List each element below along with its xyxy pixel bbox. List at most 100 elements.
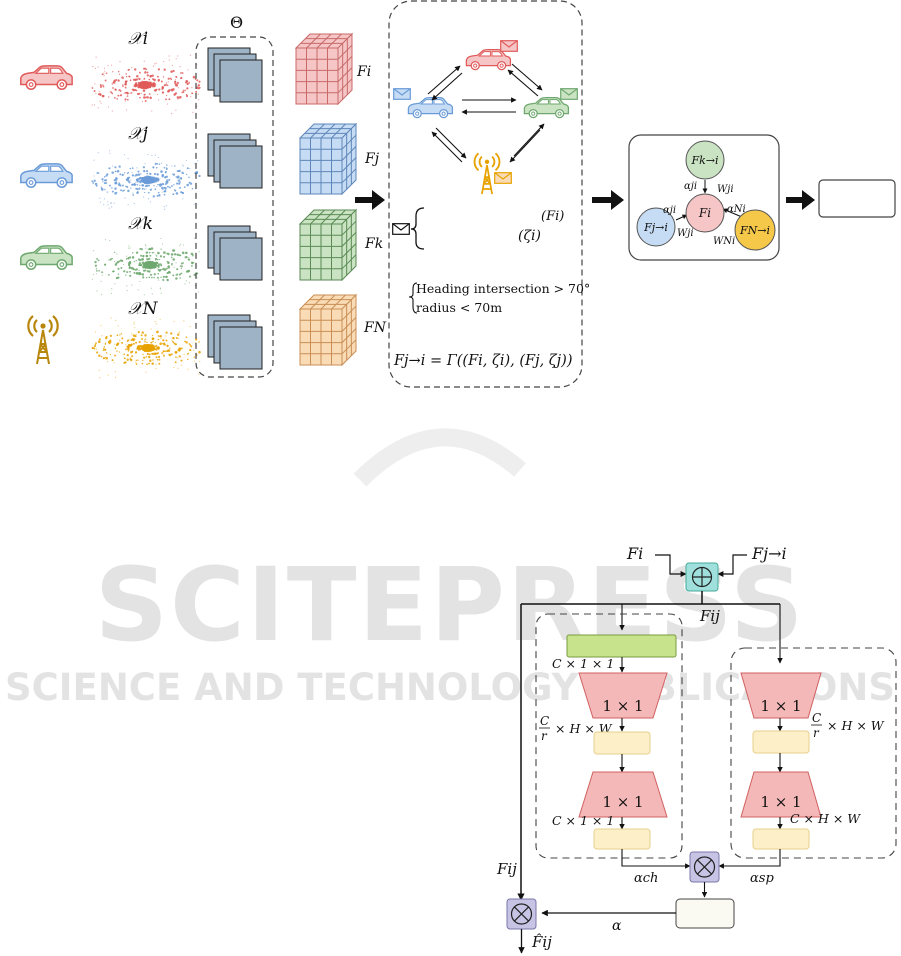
encoder-label: Θ bbox=[230, 13, 243, 32]
point bbox=[187, 258, 191, 261]
point bbox=[162, 183, 165, 186]
point bbox=[166, 103, 168, 105]
point bbox=[99, 86, 102, 88]
point bbox=[180, 359, 183, 362]
input-fji-label: Fj→i bbox=[751, 544, 787, 563]
point bbox=[141, 338, 143, 340]
point bbox=[129, 256, 132, 259]
point bbox=[186, 82, 189, 85]
point-cluster bbox=[138, 81, 152, 89]
point bbox=[142, 184, 144, 187]
point bbox=[101, 271, 104, 274]
fusion-formula: Fj→i = Γ((Fi, ζi), (Fj, ζj)) bbox=[393, 353, 572, 369]
point bbox=[140, 254, 143, 257]
point bbox=[144, 339, 146, 341]
encoder-feature-map bbox=[219, 237, 263, 281]
point bbox=[131, 343, 133, 346]
point bbox=[188, 276, 191, 278]
point bbox=[123, 353, 126, 356]
point bbox=[177, 55, 179, 57]
point bbox=[129, 92, 131, 94]
point bbox=[138, 71, 141, 73]
point bbox=[107, 259, 109, 261]
point bbox=[184, 256, 187, 259]
point-cluster bbox=[143, 261, 157, 269]
edge-top-alpha: αji bbox=[684, 181, 697, 192]
point bbox=[179, 181, 181, 183]
point bbox=[103, 182, 107, 185]
point bbox=[176, 253, 179, 256]
point bbox=[160, 80, 163, 83]
point bbox=[143, 356, 146, 359]
point bbox=[168, 186, 171, 189]
point bbox=[165, 98, 167, 101]
point bbox=[123, 361, 126, 364]
point bbox=[102, 84, 104, 86]
point bbox=[158, 362, 161, 365]
point bbox=[157, 80, 160, 82]
point bbox=[135, 84, 138, 86]
point bbox=[105, 335, 108, 338]
point bbox=[138, 346, 141, 349]
point bbox=[160, 237, 162, 240]
point bbox=[155, 62, 157, 64]
point bbox=[198, 80, 201, 83]
point bbox=[116, 261, 120, 264]
point bbox=[95, 268, 98, 270]
point bbox=[122, 85, 124, 87]
point bbox=[131, 67, 133, 69]
point bbox=[118, 182, 121, 185]
point bbox=[170, 333, 173, 335]
comm-red-car-icon bbox=[465, 48, 512, 71]
point bbox=[144, 185, 147, 188]
point bbox=[149, 359, 152, 362]
channel-conv-down bbox=[578, 672, 668, 719]
point bbox=[135, 341, 138, 344]
point bbox=[110, 317, 112, 319]
point bbox=[137, 173, 141, 176]
point bbox=[134, 269, 136, 271]
point bbox=[106, 191, 108, 193]
point bbox=[175, 262, 177, 264]
point-cloud-orange bbox=[91, 317, 201, 379]
point bbox=[96, 351, 99, 354]
point bbox=[183, 165, 185, 167]
point bbox=[170, 185, 173, 187]
input-fji-arrow bbox=[717, 554, 747, 577]
point bbox=[135, 181, 137, 183]
point-cluster bbox=[141, 344, 155, 352]
point bbox=[173, 275, 175, 277]
point bbox=[159, 342, 162, 345]
point bbox=[149, 74, 152, 78]
point bbox=[121, 173, 124, 177]
point bbox=[127, 171, 130, 174]
point bbox=[142, 166, 146, 169]
point bbox=[140, 334, 143, 337]
point bbox=[174, 165, 176, 167]
point bbox=[149, 96, 152, 99]
point bbox=[95, 342, 97, 345]
point bbox=[150, 247, 154, 250]
point bbox=[91, 346, 95, 350]
cube-grid-line bbox=[310, 294, 325, 310]
point bbox=[143, 97, 145, 99]
point bbox=[147, 198, 150, 200]
point bbox=[172, 193, 175, 196]
point bbox=[139, 184, 141, 187]
point bbox=[134, 351, 138, 354]
point bbox=[112, 71, 114, 73]
channel-shape-1: C × 1 × 1 bbox=[552, 656, 614, 671]
point bbox=[110, 202, 113, 204]
point bbox=[104, 79, 107, 82]
point bbox=[129, 339, 131, 341]
point bbox=[151, 74, 154, 77]
cube-grid-line bbox=[341, 134, 357, 150]
point bbox=[165, 82, 167, 84]
merge-multiply-cross bbox=[696, 859, 713, 875]
point bbox=[119, 166, 121, 168]
point bbox=[103, 67, 105, 69]
point bbox=[152, 359, 154, 361]
point bbox=[119, 88, 121, 91]
point bbox=[190, 96, 192, 98]
point bbox=[126, 185, 129, 189]
